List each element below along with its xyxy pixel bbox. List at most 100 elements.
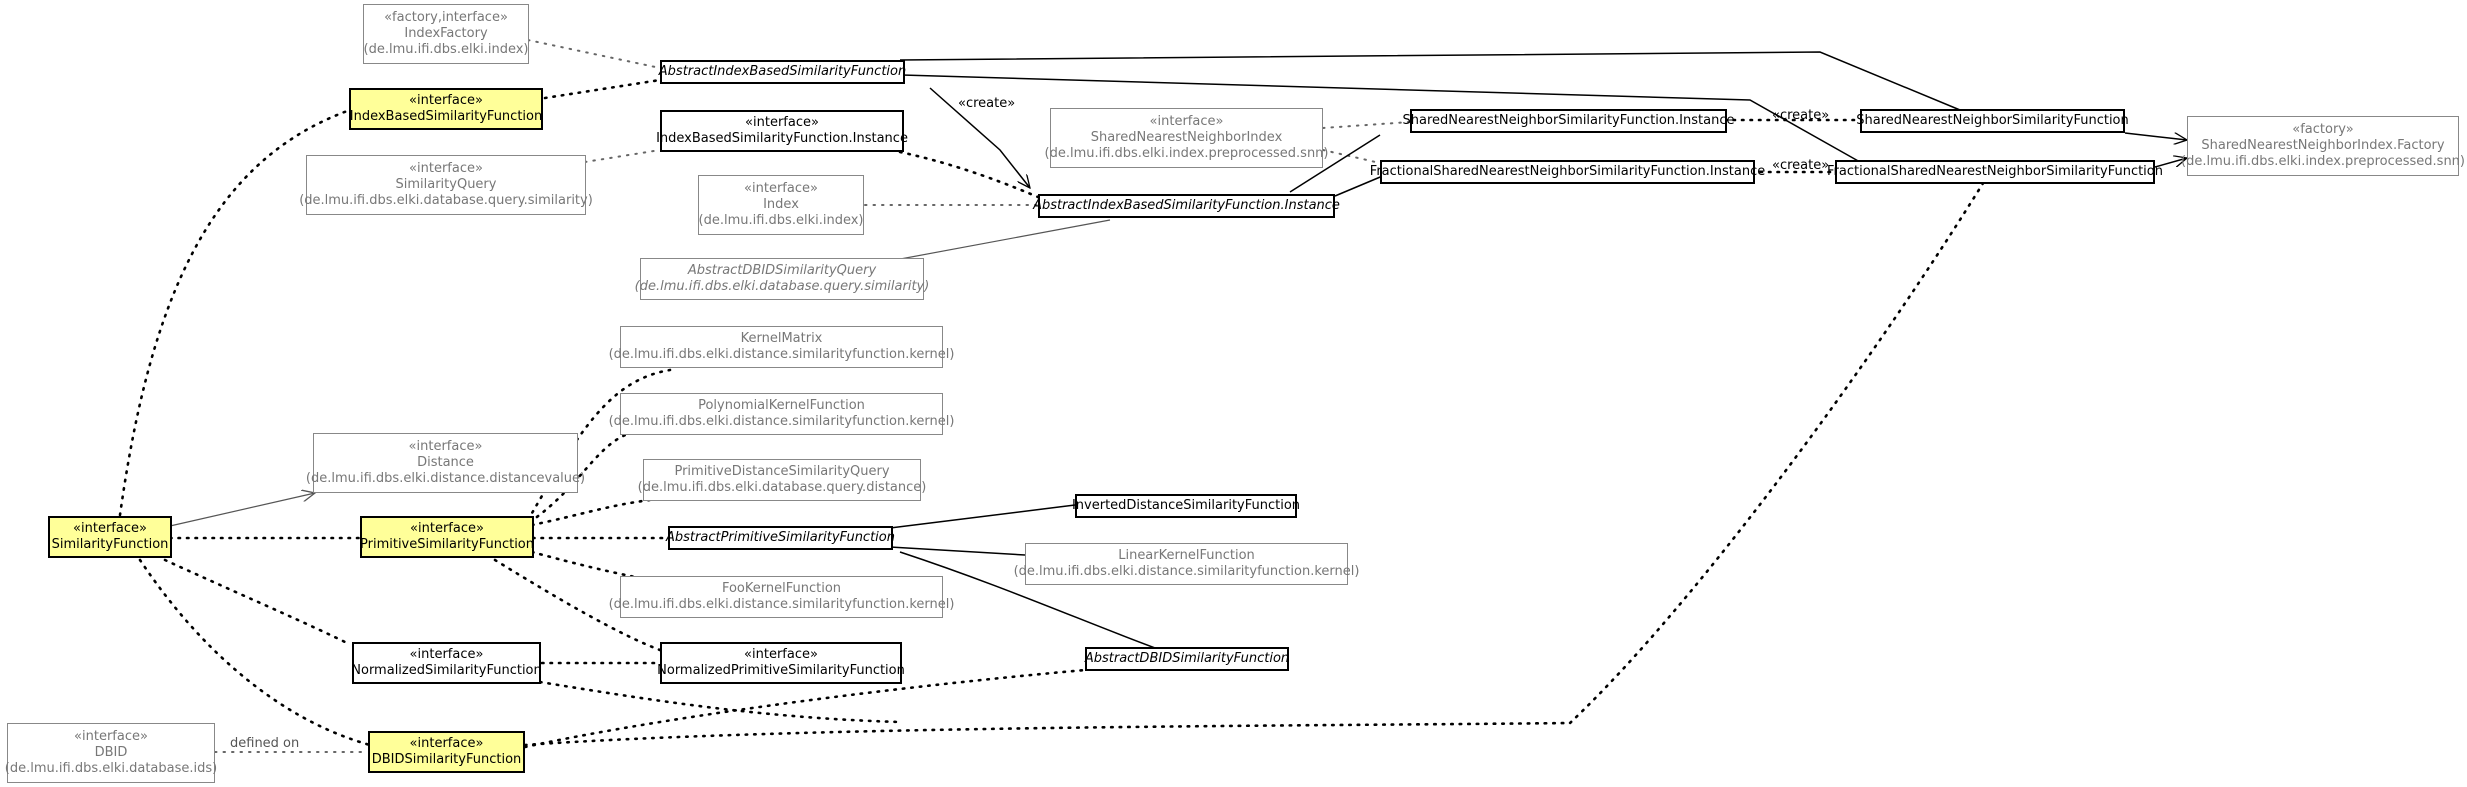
edge-label-create: «create»	[1772, 158, 1830, 173]
node-snn-index[interactable]: «interface» SharedNearestNeighborIndex (…	[1045, 108, 1329, 168]
node-index-based-similarity-function-instance[interactable]: «interface» IndexBasedSimilarityFunction…	[656, 110, 908, 152]
node-primitive-similarity-function[interactable]: «interface» PrimitiveSimilarityFunction	[360, 516, 534, 558]
node-abstract-index-based-similarity-function[interactable]: AbstractIndexBasedSimilarityFunction	[659, 60, 906, 84]
edge-fsnnsf-factory	[2154, 158, 2187, 168]
stereotype: «interface»	[744, 181, 818, 196]
edge-snnidx-fsnnsfi	[1322, 149, 1381, 164]
node-similarity-function[interactable]: «interface» SimilarityFunction	[48, 516, 172, 558]
node-dbid-similarity-function[interactable]: «interface» DBIDSimilarityFunction	[368, 731, 525, 773]
node-normalized-similarity-function[interactable]: «interface» NormalizedSimilarityFunction	[351, 642, 542, 684]
class-name: IndexBasedSimilarityFunction	[349, 109, 543, 124]
node-similarity-query[interactable]: «interface» SimilarityQuery (de.lmu.ifi.…	[299, 155, 593, 215]
edge-sf-ibsf	[118, 108, 352, 517]
package-name: (de.lmu.ifi.dbs.elki.index.preprocessed.…	[1044, 146, 1329, 161]
package-name: (de.lmu.ifi.dbs.elki.index)	[698, 213, 864, 228]
edge-nsf-fsnnsf	[538, 680, 902, 724]
package-name: (de.lmu.ifi.dbs.elki.distance.similarity…	[608, 347, 955, 362]
edge-aibsfi-snnsfi	[1289, 134, 1381, 193]
class-name: AbstractPrimitiveSimilarityFunction	[666, 530, 895, 545]
class-name: DBID	[94, 745, 128, 760]
edge-label-create: «create»	[1772, 108, 1830, 123]
edge-psf-fkf	[530, 550, 642, 580]
stereotype: «interface»	[409, 736, 484, 751]
package-name: (de.lmu.ifi.dbs.elki.database.query.simi…	[634, 279, 930, 294]
edge-snnsf-factory	[2124, 132, 2187, 140]
package-name: (de.lmu.ifi.dbs.elki.database.ids)	[4, 761, 218, 776]
node-inverted-distance-similarity-function[interactable]: InvertedDistanceSimilarityFunction	[1072, 494, 1300, 518]
edge-ibsfi-aibsfi	[898, 150, 1047, 202]
node-distance[interactable]: «interface» Distance (de.lmu.ifi.dbs.elk…	[306, 433, 585, 493]
node-fractional-snn-similarity-function[interactable]: FractionalSharedNearestNeighborSimilarit…	[1827, 160, 2163, 184]
edge-aibsf-snnsf	[899, 51, 1961, 111]
edge-psf-pdsq	[530, 498, 652, 527]
class-name: SimilarityQuery	[395, 177, 497, 192]
stereotype: «interface»	[410, 521, 484, 536]
node-normalized-primitive-similarity-function[interactable]: «interface» NormalizedPrimitiveSimilarit…	[657, 642, 905, 684]
edge-ibsf-aibsf	[543, 78, 662, 100]
edge-dbidsf-fsnnsf	[523, 178, 1987, 747]
stereotype: «interface»	[409, 161, 483, 176]
node-linear-kernel-function[interactable]: LinearKernelFunction (de.lmu.ifi.dbs.elk…	[1014, 543, 1359, 585]
stereotype: «interface»	[73, 521, 147, 536]
class-name: NormalizedPrimitiveSimilarityFunction	[657, 663, 905, 678]
class-name: Distance	[417, 455, 474, 470]
node-polynomial-kernel-function[interactable]: PolynomialKernelFunction (de.lmu.ifi.dbs…	[609, 393, 954, 435]
edge-aibsfi-fsnnsfi	[1334, 174, 1386, 197]
stereotype: «interface»	[74, 729, 148, 744]
class-name: Index	[763, 197, 799, 212]
edge-if-aibsf	[527, 39, 661, 69]
edge-sf-distance	[169, 493, 315, 527]
package-name: (de.lmu.ifi.dbs.elki.distance.distanceva…	[305, 471, 586, 486]
class-name: KernelMatrix	[740, 331, 823, 346]
node-index[interactable]: «interface» Index (de.lmu.ifi.dbs.elki.i…	[698, 175, 864, 235]
class-name: AbstractDBIDSimilarityQuery	[687, 263, 877, 278]
node-abstract-primitive-similarity-function[interactable]: AbstractPrimitiveSimilarityFunction	[666, 526, 895, 550]
stereotype: «interface»	[409, 647, 484, 662]
class-name: AbstractIndexBasedSimilarityFunction.Ins…	[1033, 198, 1340, 213]
stereotype: «factory»	[2292, 122, 2354, 137]
stereotype: «interface»	[408, 439, 483, 454]
node-index-based-similarity-function[interactable]: «interface» IndexBasedSimilarityFunction	[349, 88, 543, 130]
node-snn-index-factory[interactable]: «factory» SharedNearestNeighborIndex.Fac…	[2181, 116, 2465, 176]
stereotype: «factory,interface»	[384, 10, 508, 25]
node-snn-similarity-function[interactable]: SharedNearestNeighborSimilarityFunction	[1856, 109, 2129, 133]
class-name: SharedNearestNeighborIndex.Factory	[2201, 138, 2445, 153]
package-name: (de.lmu.ifi.dbs.elki.distance.similarity…	[1013, 564, 1360, 579]
class-name: SharedNearestNeighborIndex	[1090, 130, 1283, 145]
stereotype: «interface»	[745, 115, 819, 130]
class-name: FractionalSharedNearestNeighborSimilarit…	[1369, 164, 1766, 179]
stereotype: «interface»	[744, 647, 818, 662]
node-primitive-distance-similarity-query[interactable]: PrimitiveDistanceSimilarityQuery (de.lmu…	[638, 459, 926, 501]
node-kernel-matrix[interactable]: KernelMatrix (de.lmu.ifi.dbs.elki.distan…	[609, 326, 954, 368]
edge-dbidsf-adbidsf	[523, 668, 1087, 749]
stereotype: «interface»	[1149, 114, 1224, 129]
edge-aibsf-aibsfi	[929, 87, 1030, 188]
class-name: IndexFactory	[404, 26, 488, 41]
node-dbid[interactable]: «interface» DBID (de.lmu.ifi.dbs.elki.da…	[4, 723, 218, 783]
class-name: FractionalSharedNearestNeighborSimilarit…	[1827, 164, 2163, 179]
edge-apsf-idsf	[889, 504, 1076, 529]
class-name: SharedNearestNeighborSimilarityFunction	[1856, 113, 2129, 128]
node-snn-similarity-function-instance[interactable]: SharedNearestNeighborSimilarityFunction.…	[1403, 109, 1734, 133]
edge-psf-npsf	[493, 558, 662, 652]
edge-aibsf-fsnnsf	[901, 74, 1861, 163]
edge-apsf-lkf	[889, 546, 1026, 556]
node-abstract-index-based-similarity-function-instance[interactable]: AbstractIndexBasedSimilarityFunction.Ins…	[1033, 194, 1340, 218]
node-abstract-dbid-similarity-function[interactable]: AbstractDBIDSimilarityFunction	[1085, 647, 1289, 671]
class-name: LinearKernelFunction	[1118, 548, 1255, 563]
node-index-factory[interactable]: «factory,interface» IndexFactory (de.lmu…	[363, 4, 529, 64]
class-name: DBIDSimilarityFunction	[371, 752, 522, 767]
class-name: NormalizedSimilarityFunction	[351, 663, 542, 678]
edge-apsf-adbidsf	[899, 551, 1156, 649]
class-name: PrimitiveDistanceSimilarityQuery	[674, 464, 890, 479]
edge-sf-nsf	[163, 558, 347, 644]
stereotype: «interface»	[409, 93, 483, 108]
node-foo-kernel-function[interactable]: FooKernelFunction (de.lmu.ifi.dbs.elki.d…	[609, 576, 954, 618]
node-abstract-dbid-similarity-query[interactable]: AbstractDBIDSimilarityQuery (de.lmu.ifi.…	[635, 258, 929, 300]
node-fractional-snn-similarity-function-instance[interactable]: FractionalSharedNearestNeighborSimilarit…	[1370, 160, 1765, 184]
package-name: (de.lmu.ifi.dbs.elki.index)	[363, 42, 529, 57]
class-name: IndexBasedSimilarityFunction.Instance	[656, 131, 908, 146]
edge-label-create: «create»	[958, 96, 1016, 111]
class-name: SharedNearestNeighborSimilarityFunction.…	[1402, 113, 1735, 128]
